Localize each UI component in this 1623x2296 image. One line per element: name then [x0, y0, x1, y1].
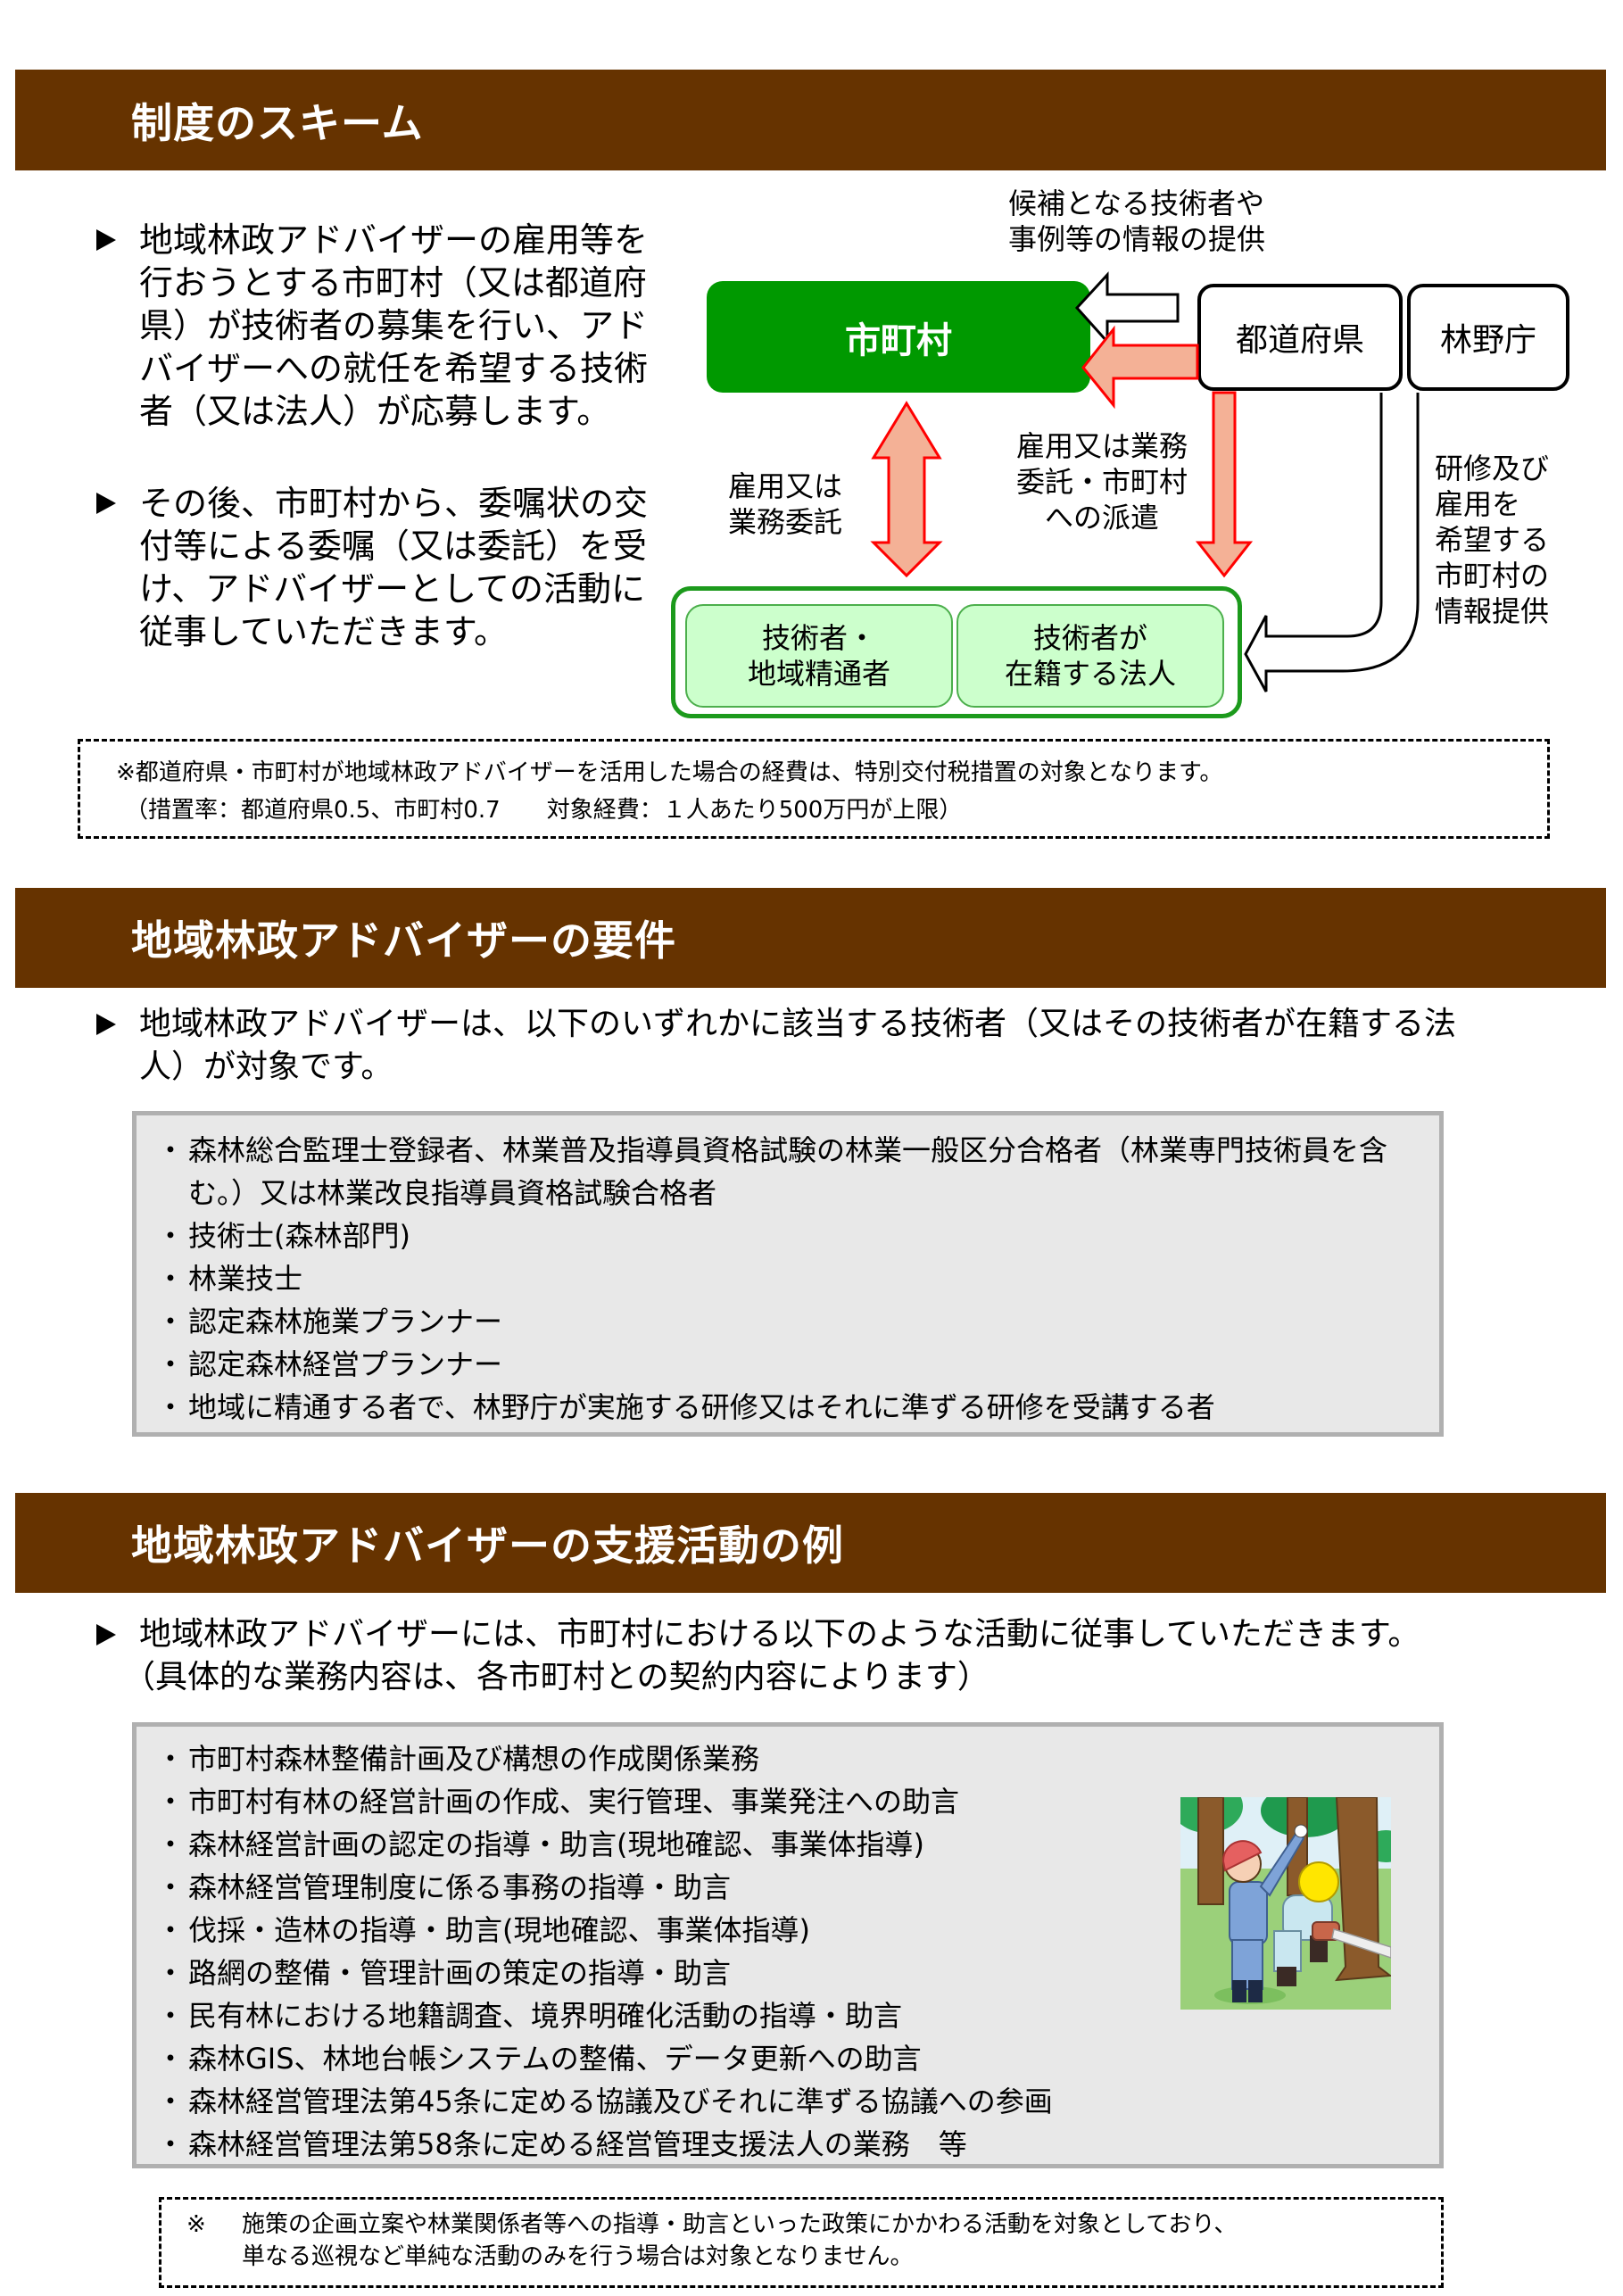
activity-item: 市町村森林整備計画及び構想の作成関係業務: [137, 1737, 1439, 1780]
employment-arrow-left-icon: [1081, 325, 1199, 410]
arrow-bullet-icon: [96, 493, 116, 514]
activities-list: 市町村森林整備計画及び構想の作成関係業務 市町村有林の経営計画の作成、実行管理、…: [132, 1722, 1444, 2168]
activity-item: 市町村有林の経営計画の作成、実行管理、事業発注への助言: [137, 1780, 1439, 1823]
activity-item: 路網の整備・管理計画の策定の指導・助言: [137, 1952, 1439, 1994]
section-title: 制度のスキーム: [131, 98, 424, 147]
requirement-item: 林業技士: [137, 1257, 1439, 1300]
activity-item: 民有林における地籍調査、境界明確化活動の指導・助言: [137, 1994, 1439, 2037]
scheme-bullet-1: 地域林政アドバイザーの雇用等を行おうとする市町村（又は都道府県）が技術者の募集を…: [96, 219, 667, 433]
section-title: 地域林政アドバイザーの要件: [131, 916, 676, 965]
note-mark: ※: [186, 2211, 206, 2238]
corporation-node: 技術者が 在籍する法人: [956, 604, 1224, 708]
dispatch-arrow-icon: [1195, 391, 1254, 578]
employment-double-arrow-icon: [870, 401, 943, 578]
requirement-item: 認定森林経営プランナー: [137, 1343, 1439, 1386]
section-header-scheme: 制度のスキーム: [15, 70, 1606, 170]
activities-bullet: 地域林政アドバイザーには、市町村における以下のような活動に従事していただきます。…: [96, 1613, 1613, 1699]
activity-item: 森林経営管理法第58条に定める経営管理支援法人の業務 等: [137, 2123, 1439, 2166]
section-header-activities: 地域林政アドバイザーの支援活動の例: [15, 1493, 1606, 1593]
activity-item: 森林経営管理制度に係る事務の指導・助言: [137, 1866, 1439, 1909]
requirement-item: 技術士(森林部門): [137, 1214, 1439, 1257]
municipality-node: 市町村: [707, 281, 1090, 393]
subsidy-note: ※都道府県・市町村が地域林政アドバイザーを活用した場合の経費は、特別交付税措置の…: [78, 739, 1550, 839]
requirement-item: 森林総合監理士登録者、林業普及指導員資格試験の林業一般区分合格者（林業専門技術員…: [137, 1129, 1439, 1214]
section-header-requirements: 地域林政アドバイザーの要件: [15, 888, 1606, 988]
info-arrow-icon: [1074, 271, 1180, 345]
scheme-bullet-2: その後、市町村から、委嘱状の交付等による委嘱（又は委託）を受け、アドバイザーとし…: [96, 482, 667, 653]
training-info-arrow-icon: [1244, 393, 1420, 692]
activity-scope-note: ※ 施策の企画立案や林業関係者等への指導・助言といった政策にかかわる活動を対象と…: [159, 2197, 1444, 2288]
requirement-item: 認定森林施業プランナー: [137, 1300, 1439, 1343]
label-training: 研修及び 雇用を 希望する 市町村の 情報提供: [1435, 452, 1550, 628]
activity-item: 伐採・造林の指導・助言(現地確認、事業体指導): [137, 1909, 1439, 1952]
label-employment-left: 雇用又は 業務委託: [727, 469, 842, 539]
forestry-agency-node: 林野庁: [1407, 284, 1569, 391]
forestry-workers-illustration: [1180, 1797, 1391, 2010]
requirements-bullet: 地域林政アドバイザーは、以下のいずれかに該当する技術者（又はその技術者が在籍する…: [96, 1003, 1524, 1089]
activity-item: 森林経営計画の認定の指導・助言(現地確認、事業体指導): [137, 1823, 1439, 1866]
arrow-bullet-icon: [96, 229, 116, 251]
arrow-bullet-icon: [96, 1014, 116, 1035]
activity-item: 森林経営管理法第45条に定める協議及びそれに準ずる協議への参画: [137, 2080, 1439, 2123]
requirements-list: 森林総合監理士登録者、林業普及指導員資格試験の林業一般区分合格者（林業専門技術員…: [132, 1111, 1444, 1437]
prefecture-node: 都道府県: [1197, 284, 1403, 391]
diagram-arrows: [870, 271, 1420, 692]
activity-item: 森林GIS、林地台帳システムの整備、データ更新への助言: [137, 2037, 1439, 2080]
technician-node: 技術者・ 地域精通者: [685, 604, 953, 708]
arrow-bullet-icon: [96, 1624, 116, 1645]
section-title: 地域林政アドバイザーの支援活動の例: [131, 1521, 844, 1570]
label-employment-middle: 雇用又は業務 委託・市町村 への派遣: [1015, 429, 1188, 535]
requirement-item: 地域に精通する者で、林野庁が実施する研修又はそれに準ずる研修を受講する者: [137, 1386, 1439, 1429]
label-info-provision: 候補となる技術者や 事例等の情報の提供: [1008, 186, 1266, 256]
